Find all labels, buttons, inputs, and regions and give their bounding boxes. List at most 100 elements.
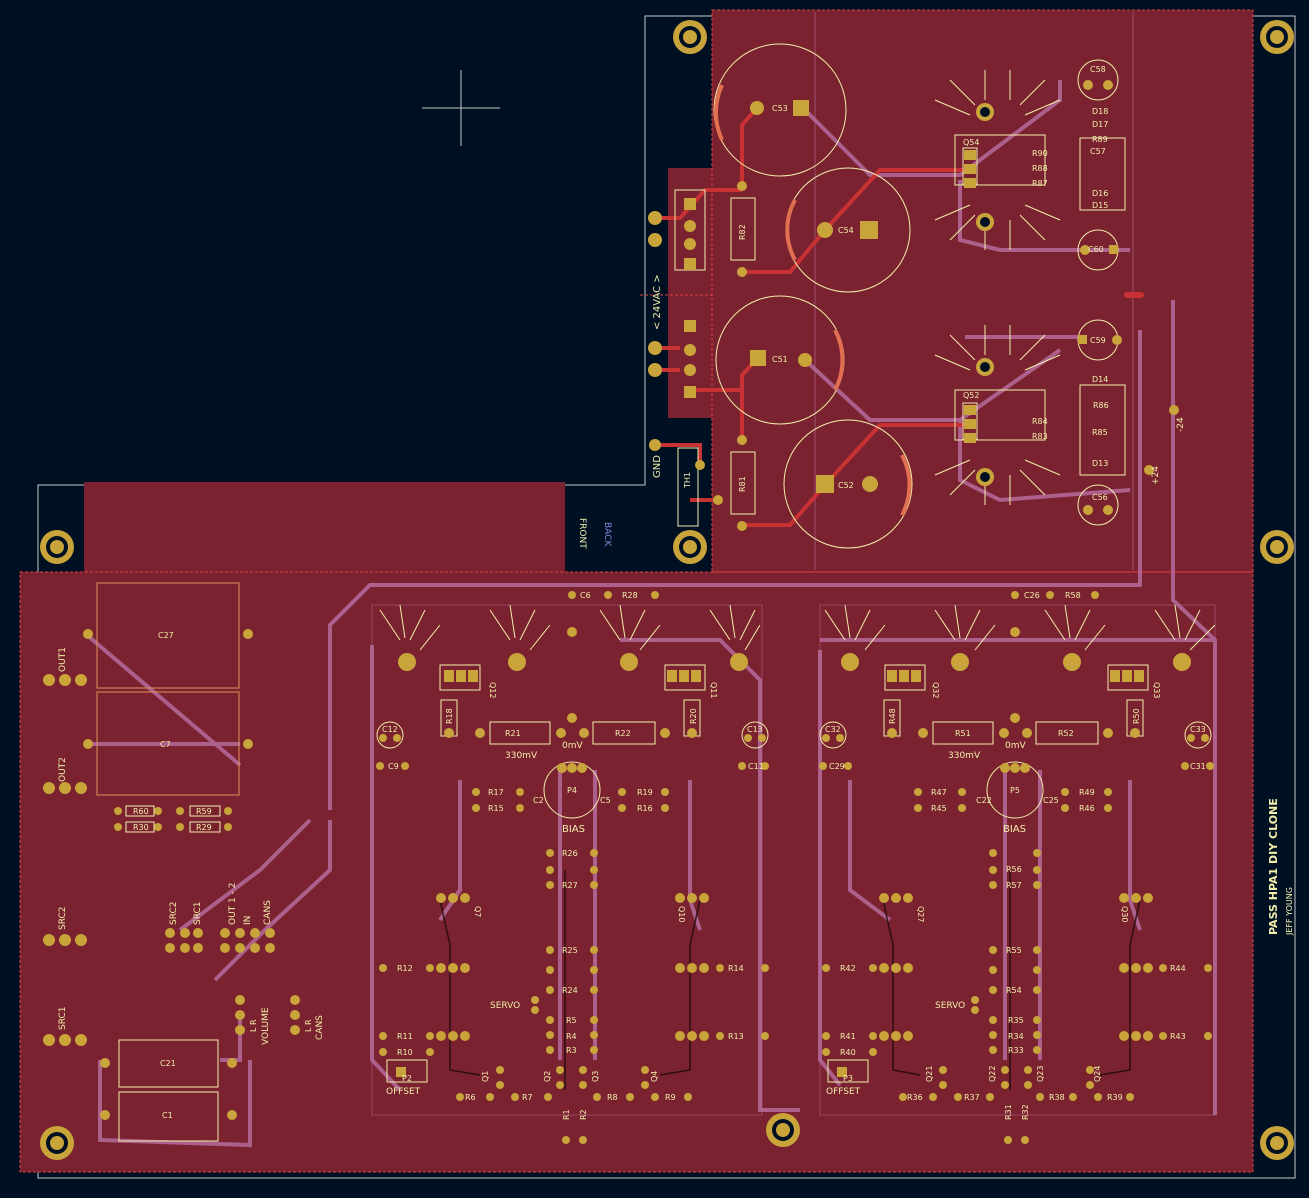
capacitor-c53 <box>713 43 847 177</box>
designator-q2: Q2 <box>543 1071 552 1082</box>
designator-c2: C2 <box>533 796 544 805</box>
designator-r32: R32 <box>1021 1104 1030 1120</box>
designator-r10: R10 <box>397 1048 413 1057</box>
mounting-hole <box>1260 20 1294 54</box>
designator-c51: C51 <box>772 355 788 364</box>
designator-r45: R45 <box>931 804 947 813</box>
mounting-hole <box>766 1113 800 1147</box>
designator-c22: C22 <box>976 796 992 805</box>
designator-c9: C9 <box>388 762 399 771</box>
designator-r28: R28 <box>622 591 638 600</box>
src2-label: SRC2 <box>58 906 68 930</box>
designator-c60: C60 <box>1088 245 1104 254</box>
designator-p5: P5 <box>1010 786 1020 795</box>
bias-label-2: BIAS <box>1003 824 1026 835</box>
designator-r84: R84 <box>1032 417 1048 426</box>
designator-r87: R87 <box>1032 179 1048 188</box>
left-resistor-bodies <box>125 805 221 833</box>
designator-q33: Q33 <box>1152 682 1161 698</box>
amp-zone-outline <box>19 571 1254 1173</box>
offset-label-1: OFFSET <box>386 1087 421 1097</box>
designator-r21: R21 <box>505 729 521 738</box>
designator-r29: R29 <box>196 823 212 832</box>
designator-r27: R27 <box>562 881 578 890</box>
designator-r1: R1 <box>562 1109 571 1120</box>
capacitor-c52 <box>783 419 913 549</box>
designator-c7: C7 <box>160 740 171 749</box>
designator-r82: R82 <box>738 224 747 240</box>
designator-r8: R8 <box>607 1093 618 1102</box>
designator-r34: R34 <box>1008 1032 1024 1041</box>
designator-q22: Q22 <box>988 1066 997 1082</box>
designator-r13: R13 <box>728 1032 744 1041</box>
designator-q10: Q10 <box>677 906 686 922</box>
designator-th1: TH1 <box>683 472 692 489</box>
designator-r4: R4 <box>566 1032 577 1041</box>
back-label: BACK <box>602 522 612 547</box>
board-author: JEFF YOUNG <box>1285 887 1294 936</box>
designator-p2: P2 <box>402 1074 412 1083</box>
designator-r12: R12 <box>397 964 413 973</box>
designator-r19: R19 <box>637 788 653 797</box>
psu-pads <box>648 150 1179 531</box>
designator-r11: R11 <box>397 1032 413 1041</box>
input-caps <box>118 1039 219 1142</box>
out12-label: OUT 1 - 2 <box>228 883 238 925</box>
designator-q30: Q30 <box>1120 906 1129 922</box>
designator-c29: C29 <box>829 762 845 771</box>
designator-r3: R3 <box>566 1046 577 1055</box>
out1-label: OUT1 <box>58 647 68 672</box>
designator-c57: C57 <box>1090 147 1106 156</box>
plus-rail-label: +24 <box>1151 466 1161 485</box>
designator-r37: R37 <box>964 1093 980 1102</box>
designator-c26: C26 <box>1024 591 1040 600</box>
designator-q52: Q52 <box>963 391 979 400</box>
src1-header-label: SRC1 <box>193 901 203 925</box>
designator-r7: R7 <box>522 1093 533 1102</box>
bias-label-1: BIAS <box>562 824 585 835</box>
capacitor-c51 <box>715 295 845 425</box>
designator-p3: P3 <box>843 1074 853 1083</box>
designator-r55: R55 <box>1006 946 1022 955</box>
designator-r46: R46 <box>1079 804 1095 813</box>
mounting-hole <box>40 530 74 564</box>
designator-r48: R48 <box>888 708 897 724</box>
mounting-hole <box>40 1126 74 1160</box>
designator-r49: R49 <box>1079 788 1095 797</box>
designator-r17: R17 <box>488 788 504 797</box>
designator-c25: C25 <box>1043 796 1059 805</box>
designator-c31: C31 <box>1190 762 1206 771</box>
src2-header-label: SRC2 <box>169 901 179 925</box>
designator-q54: Q54 <box>963 138 979 147</box>
copper-fill-ac-input <box>668 168 712 418</box>
designator-c21: C21 <box>160 1059 176 1068</box>
designator-d14: D14 <box>1092 375 1108 384</box>
designator-r25: R25 <box>562 946 578 955</box>
designator-r81: R81 <box>738 476 747 492</box>
amp-channel-1 <box>371 591 769 1144</box>
designator-c12: C12 <box>382 725 398 734</box>
designator-r41: R41 <box>840 1032 856 1041</box>
designator-r43: R43 <box>1170 1032 1186 1041</box>
gnd-label: GND <box>652 455 663 478</box>
mv330-label-1: 330mV <box>505 751 538 761</box>
board-edge-outline <box>37 15 1296 1179</box>
psu-small-caps <box>1077 59 1122 526</box>
mv0-label-2: 0mV <box>1005 741 1026 751</box>
designator-r50: R50 <box>1132 708 1141 724</box>
designator-r44: R44 <box>1170 964 1186 973</box>
designator-d17: D17 <box>1092 120 1108 129</box>
out2-label: OUT2 <box>58 757 68 782</box>
designator-c32: C32 <box>825 725 841 734</box>
psu-zone-outline <box>711 9 1254 573</box>
designator-c6: C6 <box>580 591 591 600</box>
designator-q4: Q4 <box>650 1071 659 1082</box>
top-traces-signal <box>439 870 1141 1090</box>
designator-r59: R59 <box>196 807 212 816</box>
designator-r36: R36 <box>907 1093 923 1102</box>
designator-r52: R52 <box>1058 729 1074 738</box>
designator-r16: R16 <box>637 804 653 813</box>
board-title: PASS HPA1 DIY CLONE <box>1267 798 1280 935</box>
designator-r2: R2 <box>579 1109 588 1120</box>
